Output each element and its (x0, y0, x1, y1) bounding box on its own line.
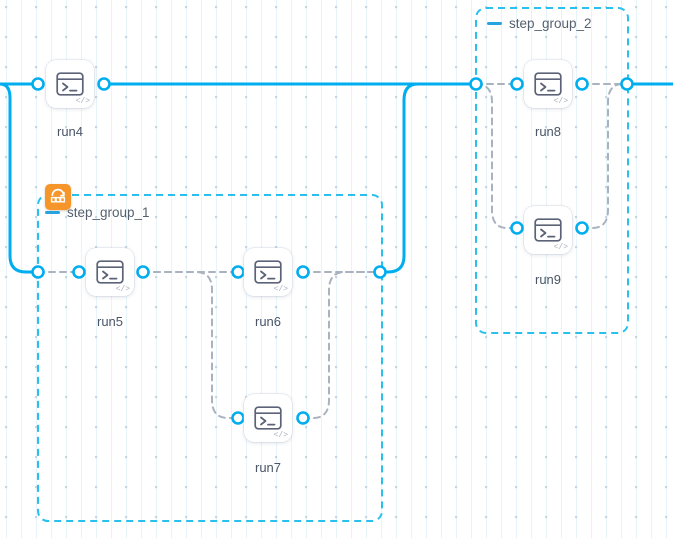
minus-icon[interactable] (487, 22, 502, 25)
port-group2-in[interactable] (469, 77, 483, 91)
port-run4-in[interactable] (31, 77, 45, 91)
edge-run9-group2out (581, 83, 628, 229)
node-run5[interactable]: </> (86, 248, 134, 296)
group-label-text: step_group_2 (509, 16, 592, 31)
node-run7[interactable]: </> (244, 394, 292, 442)
port-group1-out[interactable] (373, 265, 387, 279)
node-label-run4: run4 (56, 124, 84, 139)
code-icon: </> (75, 97, 90, 106)
port-group2-out[interactable] (620, 77, 634, 91)
port-layer (31, 77, 634, 425)
group-header-step_group_2[interactable]: step_group_2 (487, 16, 592, 31)
node-run9[interactable]: </> (524, 206, 572, 254)
edge-in-to-group1 (0, 82, 40, 274)
group-header-step_group_1[interactable]: step_group_1 (45, 205, 150, 220)
code-icon: </> (273, 285, 288, 294)
edge-group1out-to-main (378, 82, 420, 274)
port-run9-in[interactable] (510, 221, 524, 235)
code-icon: </> (115, 285, 130, 294)
edge-group2in-run9 (475, 83, 518, 229)
minus-icon[interactable] (45, 211, 60, 214)
edge-run5out-run7in (142, 271, 239, 419)
port-group1-in[interactable] (31, 265, 45, 279)
port-run6-out[interactable] (296, 265, 310, 279)
node-run4[interactable]: </> (46, 60, 94, 108)
node-label-run7: run7 (254, 460, 282, 475)
port-run4-out[interactable] (97, 77, 111, 91)
group-loop-glyph (50, 188, 66, 203)
group-loop-icon[interactable] (45, 184, 71, 210)
port-run9-out[interactable] (575, 221, 589, 235)
edge-run7out-group1out (302, 271, 381, 419)
port-run7-out[interactable] (296, 411, 310, 425)
node-label-run9: run9 (534, 272, 562, 287)
port-run8-in[interactable] (510, 77, 524, 91)
terminal-icon (96, 260, 124, 284)
group-boundary-step_group_2[interactable] (475, 7, 629, 334)
port-run5-out[interactable] (136, 265, 150, 279)
node-run8[interactable]: </> (524, 60, 572, 108)
terminal-icon (534, 72, 562, 96)
node-label-run6: run6 (254, 314, 282, 329)
terminal-icon (534, 218, 562, 242)
group-boundary-step_group_1[interactable] (37, 194, 383, 522)
terminal-icon (254, 406, 282, 430)
group-label-text: step_group_1 (67, 205, 150, 220)
terminal-icon (56, 72, 84, 96)
port-run7-in[interactable] (231, 411, 245, 425)
code-icon: </> (553, 97, 568, 106)
node-label-run8: run8 (534, 124, 562, 139)
port-run5-in[interactable] (72, 265, 86, 279)
node-run6[interactable]: </> (244, 248, 292, 296)
port-run6-in[interactable] (231, 265, 245, 279)
code-icon: </> (273, 431, 288, 440)
port-run8-out[interactable] (575, 77, 589, 91)
node-label-run5: run5 (96, 314, 124, 329)
code-icon: </> (553, 243, 568, 252)
terminal-icon (254, 260, 282, 284)
